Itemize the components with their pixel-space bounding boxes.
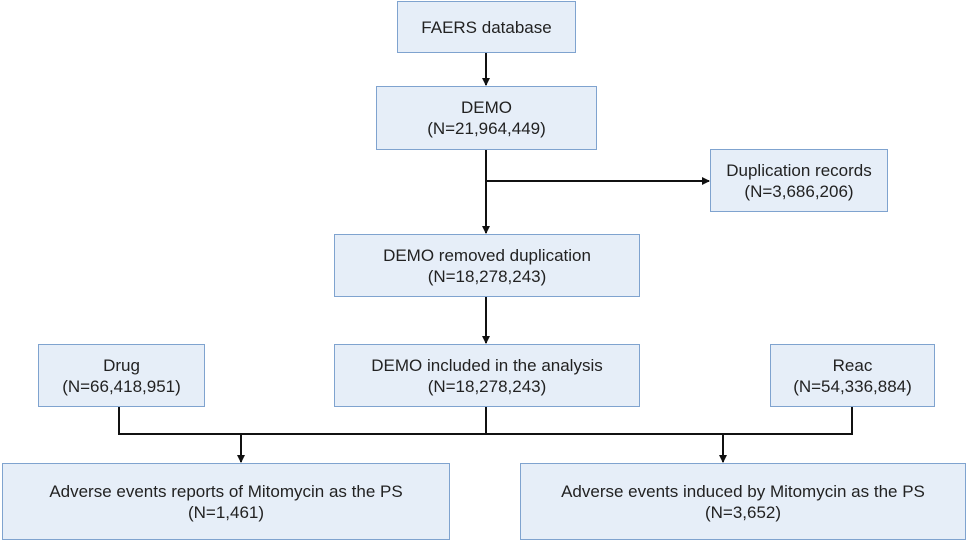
- demo-removed-label: DEMO removed duplication: [383, 245, 591, 265]
- faers-database-box: FAERS database: [397, 1, 576, 53]
- reac-count: (N=54,336,884): [793, 376, 912, 396]
- demo-count: (N=21,964,449): [427, 119, 546, 138]
- duplication-records-box: Duplication records (N=3,686,206): [710, 149, 888, 212]
- reac-label: Reac: [832, 355, 873, 375]
- reac-box: Reac (N=54,336,884): [770, 344, 935, 407]
- duplication-count: (N=3,686,206): [744, 181, 854, 201]
- ae-reports-box: Adverse events reports of Mitomycin as t…: [2, 463, 450, 540]
- demo-included-count: (N=18,278,243): [427, 376, 547, 396]
- ae-reports-count: (N=1,461): [187, 502, 265, 522]
- demo-included-label: DEMO included in the analysis: [371, 355, 603, 375]
- ae-induced-count: (N=3,652): [704, 502, 782, 522]
- drug-count: (N=66,418,951): [62, 376, 181, 396]
- drug-box: Drug (N=66,418,951): [38, 344, 205, 407]
- demo-removed-count: (N=18,278,243): [427, 266, 547, 286]
- demo-box: DEMO (N=21,964,449): [376, 86, 597, 150]
- ae-reports-label: Adverse events reports of Mitomycin as t…: [49, 481, 403, 501]
- demo-removed-duplication-box: DEMO removed duplication (N=18,278,243): [334, 234, 640, 297]
- ae-induced-label: Adverse events induced by Mitomycin as t…: [561, 481, 925, 501]
- ae-induced-box: Adverse events induced by Mitomycin as t…: [520, 463, 966, 540]
- demo-included-box: DEMO included in the analysis (N=18,278,…: [334, 344, 640, 407]
- duplication-label: Duplication records: [726, 160, 872, 180]
- demo-label: DEMO: [461, 98, 512, 117]
- drug-label: Drug: [103, 355, 140, 375]
- faers-label: FAERS database: [421, 17, 552, 37]
